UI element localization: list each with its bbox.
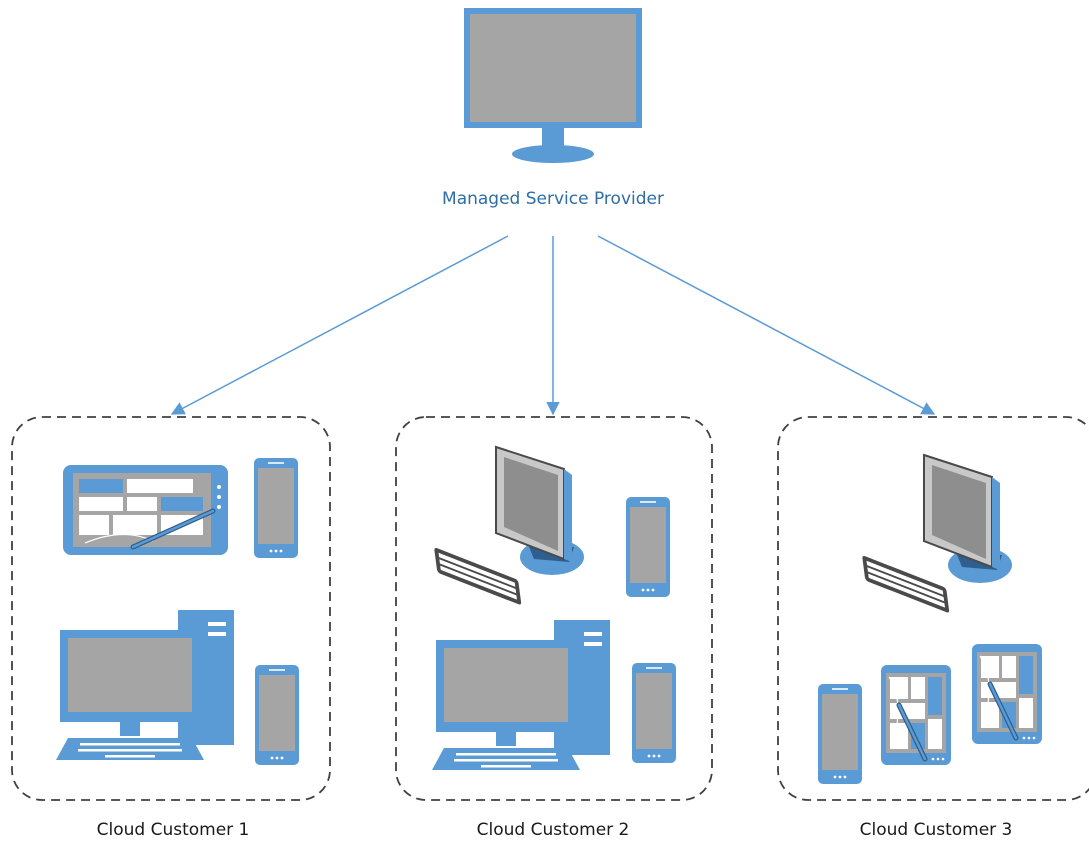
- smartphone-icon: [818, 684, 862, 784]
- provider-monitor-icon: [464, 8, 642, 163]
- customer-2-group: [395, 416, 713, 801]
- customer-3-label: Cloud Customer 3: [859, 820, 1013, 840]
- desktop-pc-icon: [56, 610, 234, 760]
- tablet-pen-icon: [63, 465, 228, 555]
- smartphone-icon: [626, 497, 670, 597]
- tablet-pen-icon: [972, 644, 1042, 744]
- customer-2-label: Cloud Customer 2: [476, 820, 630, 840]
- crt-monitor-keyboard-icon: [433, 446, 585, 607]
- customer-3-group: [777, 416, 1089, 801]
- customer-1-group: [11, 416, 331, 801]
- crt-monitor-keyboard-icon: [861, 454, 1013, 615]
- tablet-pen-icon: [881, 665, 951, 765]
- smartphone-icon: [255, 665, 299, 765]
- provider-label: Managed Service Provider: [442, 189, 664, 209]
- desktop-pc-icon: [432, 620, 610, 770]
- arrow-to-customer-3: [597, 235, 936, 415]
- smartphone-icon: [632, 663, 676, 763]
- arrow-to-customer-1: [170, 235, 509, 415]
- customer-1-label: Cloud Customer 1: [96, 820, 250, 840]
- smartphone-icon: [254, 458, 298, 558]
